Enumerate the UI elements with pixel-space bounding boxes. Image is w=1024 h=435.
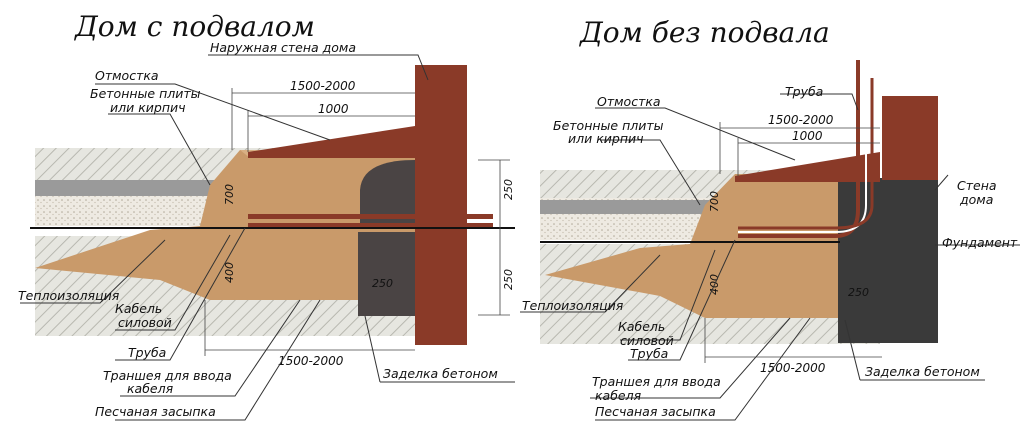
right-dim-1000: 1000 — [792, 129, 823, 143]
left-concrete-upper — [360, 160, 415, 225]
right-dim-1500-bottom: 1500-2000 — [760, 361, 826, 375]
left-dim-250-concrete: 250 — [372, 277, 393, 290]
right-insulation-band — [540, 200, 730, 214]
right-dim-250-concrete: 250 — [848, 286, 869, 299]
left-insulation-band — [35, 180, 215, 196]
left-outer-wall — [415, 65, 467, 345]
right-sand-backfill — [545, 174, 880, 318]
right-diagram: 1500-2000 1000 700 400 250 1500-2000 Тру… — [520, 60, 1020, 421]
left-label-plates-2: или кирпич — [110, 100, 186, 115]
left-dim-1500-bottom: 1500-2000 — [278, 354, 344, 368]
left-label-cable-2: силовой — [118, 315, 172, 330]
left-diagram: 1500-2000 1000 700 250 250 250 400 1500-… — [18, 40, 515, 421]
right-label-trench-1: Траншея для ввода — [592, 374, 721, 389]
right-label-insulation: Теплоизоляция — [522, 298, 624, 313]
right-label-plates-2: или кирпич — [568, 131, 644, 146]
right-wall — [882, 96, 938, 180]
left-dim-250-bottom: 250 — [502, 269, 515, 290]
right-otmostka-slab — [735, 152, 880, 182]
left-label-trench-1: Траншея для ввода — [103, 368, 232, 383]
right-dim-1500-top: 1500-2000 — [768, 113, 834, 127]
left-label-otmostka: Отмостка — [95, 68, 159, 83]
right-label-cable-2: силовой — [620, 333, 674, 348]
right-label-plates-1: Бетонные плиты — [553, 118, 664, 133]
left-dim-250-top: 250 — [502, 179, 515, 200]
left-label-concrete-seal: Заделка бетоном — [383, 366, 498, 381]
right-dim-700: 700 — [708, 191, 721, 212]
title-right: Дом без подвала — [578, 16, 830, 49]
left-label-outer-wall: Наружная стена дома — [210, 40, 356, 55]
left-concrete-seal — [358, 232, 415, 316]
right-label-concrete-seal: Заделка бетоном — [865, 364, 980, 379]
right-label-wall-2: дома — [959, 192, 993, 207]
left-label-cable-1: Кабель — [115, 301, 162, 316]
left-pipe — [248, 214, 493, 219]
right-label-trench-2: кабеля — [595, 388, 642, 403]
right-label-otmostka: Отмостка — [597, 94, 661, 109]
left-label-plates-1: Бетонные плиты — [90, 86, 201, 101]
title-left: Дом с подвалом — [73, 10, 315, 43]
right-label-foundation: Фундамент — [942, 235, 1018, 250]
left-label-insulation: Теплоизоляция — [18, 288, 120, 303]
left-label-sand: Песчаная засыпка — [95, 404, 216, 419]
right-label-pipe: Труба — [630, 346, 668, 361]
left-otmostka-slab — [248, 126, 415, 158]
right-foundation — [838, 178, 938, 343]
left-label-trench-2: кабеля — [127, 381, 174, 396]
left-dim-1500-top: 1500-2000 — [290, 79, 356, 93]
left-sand-backfill — [35, 150, 415, 300]
right-label-sand: Песчаная засыпка — [595, 404, 716, 419]
left-label-pipe: Труба — [128, 345, 166, 360]
right-label-cable-1: Кабель — [618, 319, 665, 334]
left-dim-700: 700 — [223, 184, 236, 205]
left-dim-1000: 1000 — [318, 102, 349, 116]
left-dim-400: 400 — [223, 262, 236, 283]
right-label-pipe-top: Труба — [785, 84, 823, 99]
right-label-wall-1: Стена — [957, 178, 997, 193]
